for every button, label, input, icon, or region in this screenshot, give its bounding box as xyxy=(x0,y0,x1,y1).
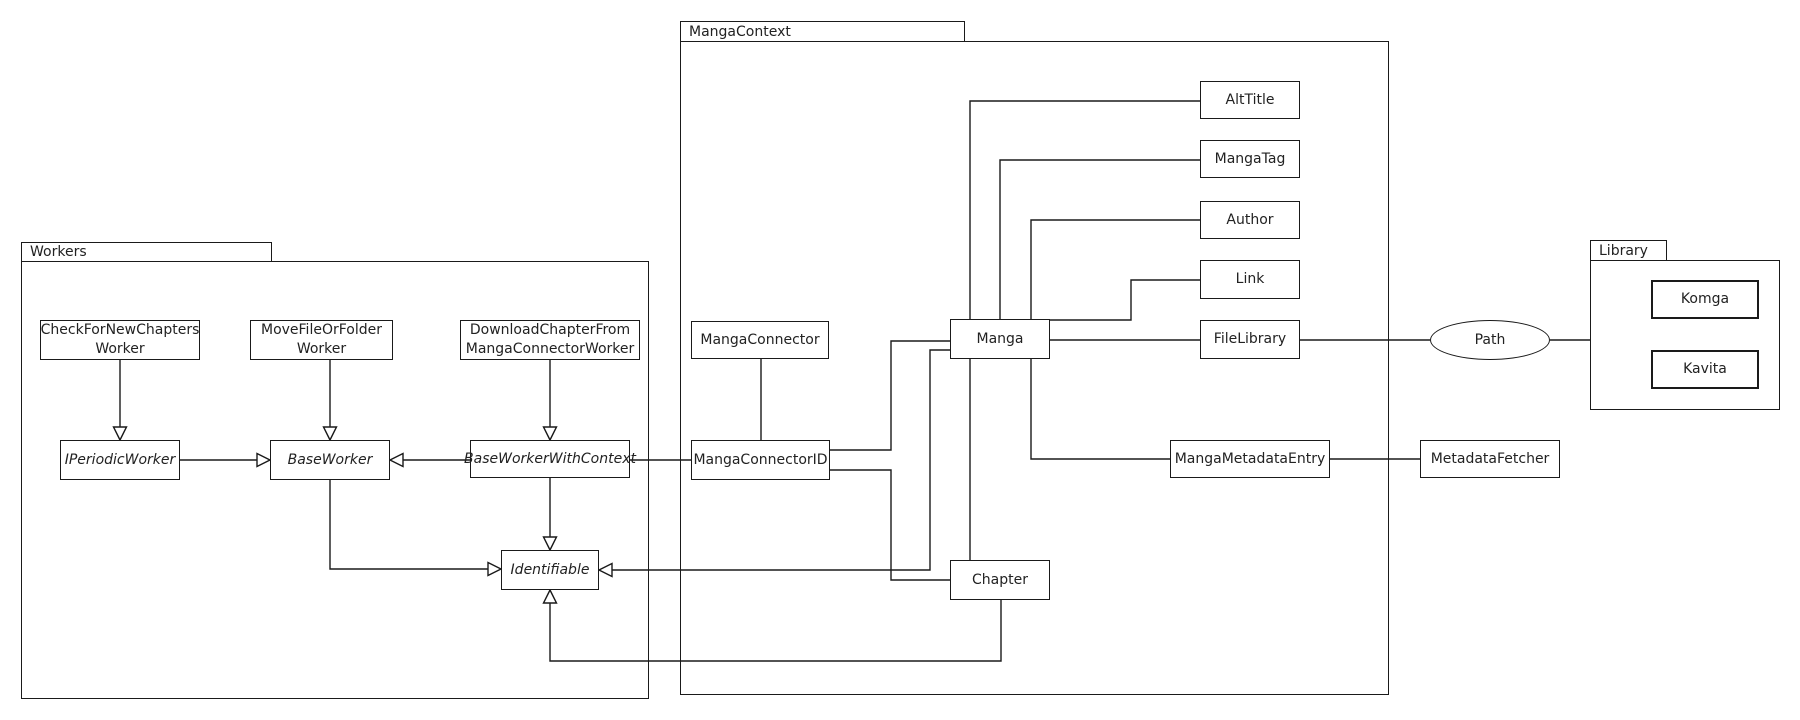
node-path-ellipse: Path xyxy=(1430,320,1550,360)
node-label: IPeriodicWorker xyxy=(64,451,176,468)
node-label: MangaConnector xyxy=(700,331,820,348)
node-label: MangaTag xyxy=(1214,150,1286,167)
edge-baseworker-identifiable-arrowhead xyxy=(487,561,503,577)
edge-chapter-identifiable-arrowhead xyxy=(542,588,558,604)
mangacontext-package-label: MangaContext xyxy=(689,23,791,40)
node-label: AltTitle xyxy=(1225,91,1275,108)
library-package-body xyxy=(1590,260,1780,410)
node-chapter: Chapter xyxy=(950,560,1050,600)
node-manga: Manga xyxy=(950,319,1050,359)
node-label: MangaConnectorID xyxy=(693,451,828,468)
node-check-for-new-chapters-worker: CheckForNewChapters Worker xyxy=(40,320,200,360)
node-move-file-or-folder-worker: MoveFileOrFolder Worker xyxy=(250,320,393,360)
workers-package-body xyxy=(21,261,649,699)
node-kavita: Kavita xyxy=(1651,350,1759,389)
edge-mangaconnectorid-chapter xyxy=(830,469,950,581)
edge-baseworkerwithcontext-identifiable-arrowhead xyxy=(542,536,558,552)
workers-package-label: Workers xyxy=(30,244,87,260)
library-package-label: Library xyxy=(1599,242,1648,259)
edge-baseworkerwithcontext-baseworker-arrowhead xyxy=(388,452,404,468)
edge-iperiodicworker-baseworker-arrowhead xyxy=(256,452,272,468)
node-label: Kavita xyxy=(1683,361,1727,377)
node-alt-title: AltTitle xyxy=(1200,81,1300,119)
node-label: Identifiable xyxy=(510,561,590,578)
node-label: MetadataFetcher xyxy=(1430,450,1550,467)
edge-manga-identifiable xyxy=(612,349,950,571)
node-komga: Komga xyxy=(1651,280,1759,319)
node-label: CheckForNewChapters Worker xyxy=(40,322,200,357)
node-label: Link xyxy=(1235,271,1265,287)
node-label: MangaMetadataEntry xyxy=(1174,450,1326,467)
edge-manga-identifiable-arrowhead xyxy=(597,562,613,578)
node-label: Author xyxy=(1226,211,1274,228)
edge-checkworker-iperiodicworker-arrowhead xyxy=(112,426,128,442)
edge-manga-link xyxy=(1050,279,1200,321)
node-manga-metadata-entry: MangaMetadataEntry xyxy=(1170,440,1330,478)
node-label: Chapter xyxy=(972,571,1028,588)
edge-manga-alttitle xyxy=(969,100,1200,319)
node-download-chapter-from-manga-connector-worker: DownloadChapterFrom MangaConnectorWorker xyxy=(460,320,640,360)
edge-manga-mangatag xyxy=(999,159,1200,319)
edge-moveworker-baseworker-arrowhead xyxy=(322,426,338,442)
node-identifiable: Identifiable xyxy=(501,550,599,590)
node-label: BaseWorker xyxy=(287,451,373,468)
node-manga-connector: MangaConnector xyxy=(691,321,829,359)
node-base-worker-with-context: BaseWorkerWithContext xyxy=(464,440,636,478)
node-manga-connector-id: MangaConnectorID xyxy=(691,440,830,480)
library-package-tab: Library xyxy=(1590,240,1667,261)
edge-baseworker-identifiable xyxy=(329,479,488,570)
node-label: MoveFileOrFolder Worker xyxy=(260,322,382,357)
node-label: Path xyxy=(1474,331,1506,348)
node-file-library: FileLibrary xyxy=(1200,320,1300,359)
node-manga-tag: MangaTag xyxy=(1200,140,1300,178)
node-label: DownloadChapterFrom MangaConnectorWorker xyxy=(465,322,635,357)
edge-downloadworker-baseworkerwithcontext-arrowhead xyxy=(542,426,558,442)
node-label: FileLibrary xyxy=(1213,331,1287,347)
node-author: Author xyxy=(1200,201,1300,239)
edge-manga-author xyxy=(1030,219,1200,319)
node-base-worker: BaseWorker xyxy=(270,440,390,480)
node-label: Manga xyxy=(976,330,1024,347)
node-iperiodic-worker: IPeriodicWorker xyxy=(60,440,180,480)
node-label: Komga xyxy=(1680,291,1730,307)
node-label: BaseWorkerWithContext xyxy=(464,450,636,467)
edge-mangaconnectorid-manga xyxy=(830,340,950,451)
mangacontext-package-body xyxy=(680,41,1389,695)
edge-manga-mangametadataentry xyxy=(1030,359,1170,460)
edge-chapter-identifiable xyxy=(549,599,1002,662)
node-link: Link xyxy=(1200,260,1300,299)
node-metadata-fetcher: MetadataFetcher xyxy=(1420,440,1560,478)
